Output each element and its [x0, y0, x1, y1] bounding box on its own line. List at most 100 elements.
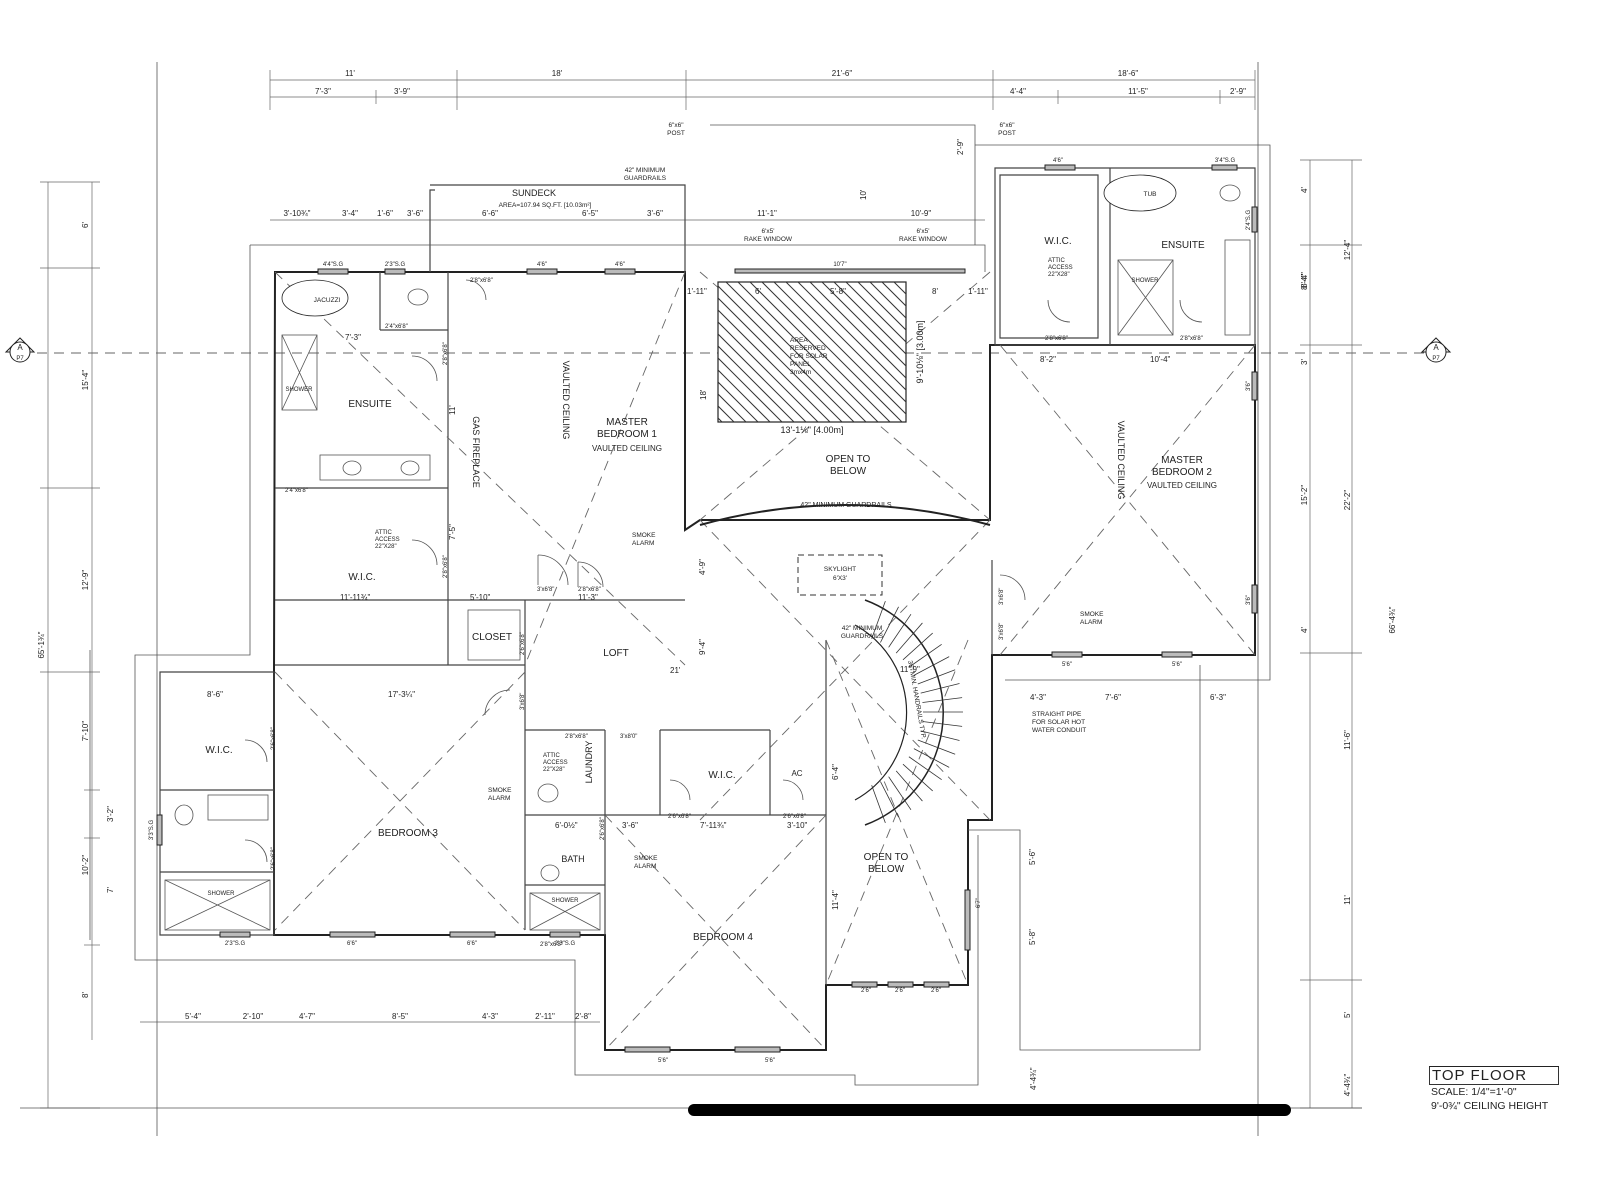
solar-pipe-note-line1: STRAIGHT PIPE	[1032, 711, 1082, 718]
hatch-line	[718, 393, 747, 422]
attic-access-note-line2: ACCESS	[375, 537, 400, 543]
window-label: 2'3"S.G	[385, 262, 406, 268]
solar-note-line1: AREA	[790, 337, 808, 344]
smoke-alarm-note-line1: SMOKE	[488, 787, 512, 794]
window-labels: 4'4"S.G 2'3"S.G 4'6" 4'6" 10'7" 4'6" 3'4…	[149, 158, 1252, 1064]
stair-tread	[888, 613, 912, 648]
dimension-label: 11'	[448, 405, 457, 415]
solar-pipe-note-line3: WATER CONDUIT	[1032, 727, 1086, 734]
window-label: 3'6"	[1246, 595, 1252, 605]
door-label: 2'8"x6'8"	[1180, 336, 1203, 342]
hatch-line	[718, 297, 843, 422]
door-label: 3'x6'8"	[537, 587, 554, 593]
dimension-label: 6'-3"	[1210, 693, 1226, 702]
hatch-line	[718, 285, 855, 422]
window-label: 4'6"	[1053, 158, 1063, 164]
dimension-label: 5'-8"	[1028, 929, 1037, 945]
rake-window-1-size: 6'x5'	[762, 228, 775, 235]
door-label: 2'6"x6'8"	[600, 817, 606, 840]
section-sheet: P7	[1432, 356, 1440, 362]
smoke-alarm-note-line1: SMOKE	[632, 532, 656, 539]
smoke-alarm-note-line2: ALARM	[488, 795, 510, 802]
solar-panel-area	[717, 281, 907, 423]
dimension-label: 8'	[932, 287, 938, 296]
hatch-line	[718, 369, 771, 422]
open-to-below-1-line1: OPEN TO	[826, 454, 871, 465]
dimension-label: 8'-5"	[392, 1012, 408, 1021]
hatch-line	[718, 309, 831, 422]
vaulted-ceiling-label-1: VAULTED CEILING	[561, 361, 571, 440]
dimension-label: 2'-11"	[535, 1012, 555, 1021]
hatch-line	[845, 282, 906, 343]
hatch-line	[809, 282, 906, 379]
hatch-line	[905, 282, 906, 283]
bottom-dimension-labels: 5'-4" 2'-10" 4'-7" 8'-5" 4'-3" 2'-11" 2'…	[185, 1012, 591, 1021]
open-to-below-2-line2: BELOW	[868, 864, 905, 875]
dimension-label: 8'-4"	[1300, 272, 1309, 288]
dimension-label: 3'-4"	[342, 209, 358, 218]
drawing-scale: SCALE: 1/4"=1'-0"	[1431, 1086, 1517, 1098]
open-to-below-2-line1: OPEN TO	[864, 852, 909, 863]
toilet-1	[407, 288, 429, 306]
dimension-label: 4'-9"	[698, 559, 707, 575]
dimension-label: 3'-10"	[787, 821, 808, 830]
window-label: 6'6"	[467, 941, 477, 947]
stair-tread	[880, 606, 899, 643]
door-label: 2'6"x6'8"	[668, 814, 691, 820]
window-label: 5'6"	[765, 1058, 775, 1064]
dimension-label: 12'-4"	[1343, 240, 1352, 261]
room-label-master-bedroom-2-line1: MASTER	[1161, 455, 1203, 466]
stair-tread	[922, 721, 963, 727]
open-to-below-1-line2: BELOW	[830, 466, 867, 477]
attic-access-note-line2: ACCESS	[1048, 265, 1073, 271]
dimension-label-total: 65'-1¾"	[37, 631, 46, 658]
jacuzzi-label: JACUZZI	[314, 297, 341, 304]
plan-notes: 42" MINIMUM GUARDRAILS 42" MINIMUM GUARD…	[208, 122, 1160, 904]
fixtures	[164, 174, 1251, 931]
stair-tread	[880, 781, 899, 818]
door-label: 2'4"x6'8"	[385, 324, 408, 330]
toilet-2	[1219, 184, 1241, 202]
right-dimension-labels: 4' 12'-4" 8'-4" 3' 15'-2" 22'-2" 4' 11'-…	[1300, 187, 1397, 1097]
vanity-1	[319, 454, 431, 481]
skylight-outline	[797, 554, 883, 596]
rake-window-1-label: RAKE WINDOW	[744, 236, 793, 243]
hatch-line	[869, 282, 906, 319]
room-label-wic-1: W.I.C.	[348, 572, 375, 583]
shower-4-shape	[529, 892, 601, 931]
section-marker-left: A P7	[4, 337, 36, 363]
dimension-label: 4'	[1300, 627, 1309, 633]
dimension-label: 1'-6"	[377, 209, 393, 218]
door-label: 2'6"x6'8"	[783, 814, 806, 820]
room-note-vaulted-ceiling: VAULTED CEILING	[1147, 481, 1217, 490]
door-label: 2'6"x6'8"	[271, 727, 277, 750]
dimension-label: 11'-9"	[900, 665, 920, 674]
ac-label: AC	[791, 769, 802, 778]
shower-2-shape	[1117, 259, 1174, 336]
dimension-label: 2'-9"	[956, 139, 965, 155]
post-1-size: 6"x6"	[668, 122, 684, 129]
stair-tread	[920, 730, 960, 741]
dimension-label: 7'	[106, 887, 115, 893]
dimension-label: 11'	[345, 69, 355, 78]
dimension-label: 11'-1"	[757, 209, 777, 218]
dimension-label: 10'-2"	[81, 855, 90, 876]
dimension-label: 11'-6"	[1343, 730, 1352, 750]
guardrail-arc	[699, 504, 991, 526]
washer	[537, 783, 559, 803]
rake-window-2-label: RAKE WINDOW	[899, 236, 948, 243]
window-label: 2'4"S.G	[1246, 210, 1252, 231]
dimension-label: 7'-11¾"	[700, 821, 727, 830]
dimension-label: 18'-6"	[1118, 69, 1139, 78]
window-label: 10'7"	[833, 262, 846, 268]
window-label: 2'6"	[931, 988, 941, 994]
ceiling-diagonals	[274, 271, 1256, 1051]
hatch-line	[749, 282, 891, 422]
post-1-label: POST	[667, 130, 685, 137]
dimension-label: 4'	[1300, 187, 1309, 193]
dimension-label: 6'	[755, 287, 761, 296]
door-label: 2'8"x6'8"	[540, 942, 563, 948]
section-letter: A	[1433, 343, 1439, 352]
dimension-label: 4'-3"	[482, 1012, 498, 1021]
hatch-line	[737, 282, 879, 422]
